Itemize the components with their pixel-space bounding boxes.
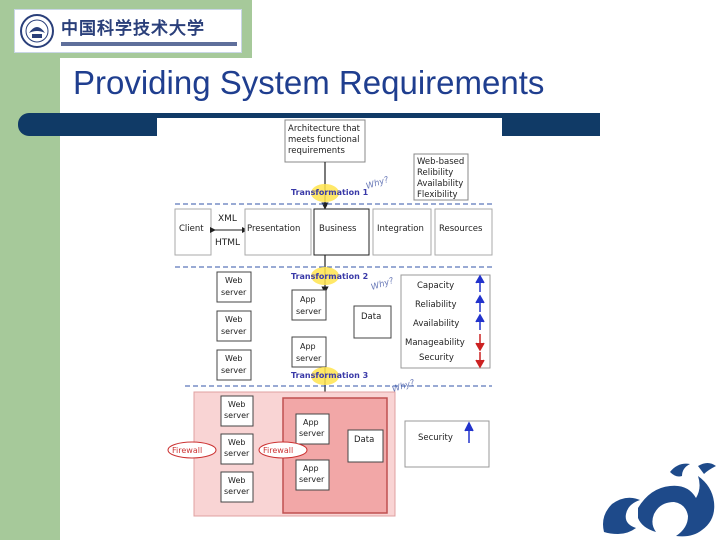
transformation-2-label: Transformation 2 [291, 272, 368, 281]
architecture-diagram: Architecture that meets functional requi… [157, 118, 502, 520]
dmz-app-server-2-l2: server [299, 475, 325, 484]
dmz-web-server-1-l1: Web [228, 400, 245, 409]
reliability-label: Reliability [415, 300, 457, 310]
html-label: HTML [215, 238, 240, 248]
data-label-1: Data [361, 312, 381, 322]
dmz-app-server-2-l1: App [303, 464, 319, 473]
arch-line-2: meets functional [288, 135, 360, 145]
presentation-label: Presentation [247, 224, 300, 234]
web-based-line-3: Availability [417, 179, 463, 189]
university-seal-icon [20, 14, 54, 48]
why-label-1: Why? [365, 175, 391, 192]
web-based-line-2: Relibility [417, 168, 453, 178]
slide-title: Providing System Requirements [73, 64, 545, 101]
web-based-box: Web-based Relibility Availability Flexib… [413, 153, 469, 201]
web-based-line-1: Web-based [417, 157, 464, 167]
resources-label: Resources [439, 224, 483, 234]
arch-line-3: requirements [288, 146, 345, 156]
client-label: Client [179, 224, 204, 234]
data-label-2: Data [354, 435, 374, 445]
left-green-strip [0, 0, 60, 540]
web-server-3-l2: server [221, 366, 247, 375]
logo-english-name-strip [61, 42, 237, 46]
logo-chinese-name: 中国科学技术大学 [61, 19, 205, 39]
firewall-label-2: Firewall [263, 446, 293, 455]
dmz-web-server-1-l2: server [224, 411, 250, 420]
dmz-app-server-1-l1: App [303, 418, 319, 427]
dmz-web-server-3-l1: Web [228, 476, 245, 485]
app-server-2-l2: server [296, 354, 322, 363]
web-server-2-l2: server [221, 327, 247, 336]
arch-line-1: Architecture that [288, 124, 361, 134]
why-label-2: Why? [370, 276, 396, 293]
web-server-1-l2: server [221, 288, 247, 297]
integration-label: Integration [377, 224, 424, 234]
layer-row: Client XML HTML Presentation Business In… [174, 208, 493, 256]
university-logo-banner: 中国科学技术大学 [0, 0, 252, 58]
web-based-line-4: Flexibility [417, 190, 458, 200]
transformation-1-label: Transformation 1 [291, 188, 369, 197]
security-label-2: Security [418, 433, 453, 443]
business-label: Business [319, 224, 357, 234]
web-server-column: Web server Web server Web server [216, 271, 252, 381]
dmz-web-server-2-l2: server [224, 449, 250, 458]
capacity-label: Capacity [417, 281, 454, 291]
security-label-1: Security [419, 353, 454, 363]
dmz-app-server-1-l2: server [299, 429, 325, 438]
quality-attributes-box: Capacity Reliability Availability Manage… [400, 274, 491, 369]
web-server-2-l1: Web [225, 315, 242, 324]
app-server-1-l2: server [296, 307, 322, 316]
app-server-2-l1: App [300, 342, 316, 351]
dragon-emblem-icon [603, 463, 716, 537]
dmz-web-server-3-l2: server [224, 487, 250, 496]
logo-panel: 中国科学技术大学 [14, 9, 242, 53]
transformation-3-label: Transformation 3 [291, 371, 368, 380]
web-server-3-l1: Web [225, 354, 242, 363]
xml-label: XML [218, 214, 237, 224]
firewall-label-1: Firewall [172, 446, 202, 455]
dmz-web-server-2-l1: Web [228, 438, 245, 447]
app-server-1-l1: App [300, 295, 316, 304]
availability-label: Availability [413, 319, 459, 329]
web-server-1-l1: Web [225, 276, 242, 285]
arch-box: Architecture that meets functional requi… [284, 119, 366, 163]
manageability-label: Manageability [405, 338, 465, 348]
